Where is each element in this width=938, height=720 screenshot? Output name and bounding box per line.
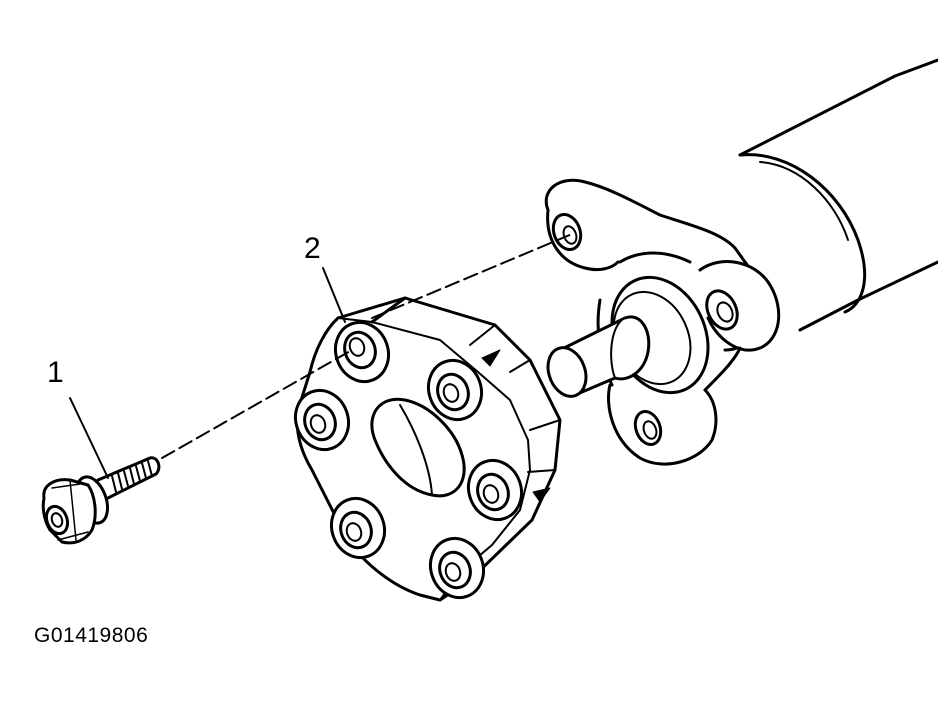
bushing-bottom-left xyxy=(330,496,386,560)
bolt-threads xyxy=(111,460,153,493)
propeller-shaft-tube xyxy=(738,58,938,332)
bolt xyxy=(41,456,161,545)
figure-id-label: G01419806 xyxy=(34,624,149,647)
alignment-line xyxy=(161,233,573,459)
bushing-left xyxy=(294,388,350,452)
leader-line-2 xyxy=(322,267,346,323)
bushing-top-left xyxy=(334,320,390,384)
coupling-bushings xyxy=(294,320,523,600)
shaft-flange xyxy=(544,178,781,466)
bushing-top-right xyxy=(427,358,483,422)
leader-lines xyxy=(69,267,346,479)
callout-number-coupling: 2 xyxy=(304,232,321,265)
bushing-bottom-right xyxy=(429,536,485,600)
leader-line-1 xyxy=(69,397,109,479)
bushing-right xyxy=(467,458,523,522)
callout-number-bolt: 1 xyxy=(47,356,64,389)
